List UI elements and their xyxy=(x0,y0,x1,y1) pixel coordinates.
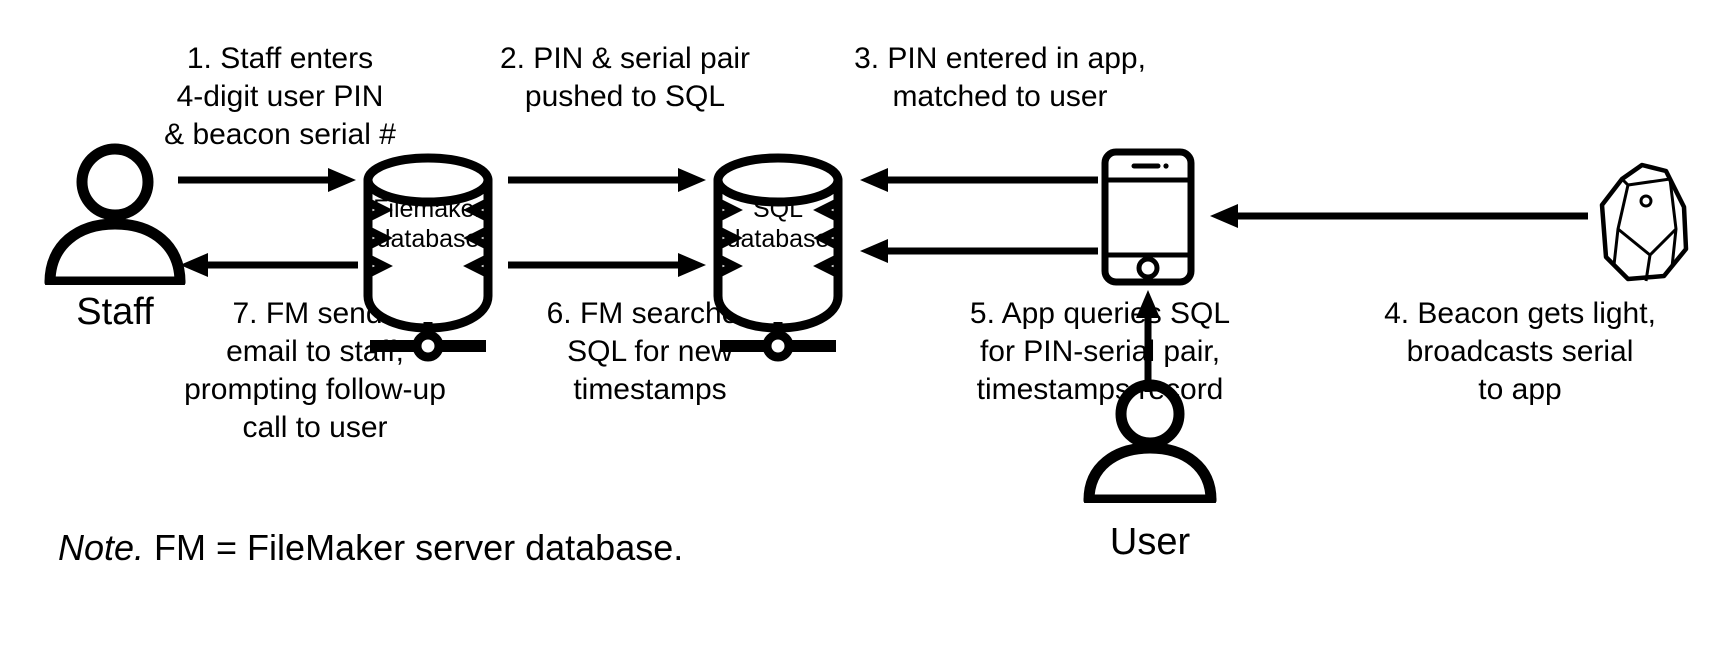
arrow-phone-to-sql-bottom xyxy=(858,231,1098,271)
note-emphasis: Note. xyxy=(58,527,145,568)
user-person-icon xyxy=(1075,378,1225,503)
step-label-2: 2. PIN & serial pair pushed to SQL xyxy=(499,42,751,114)
step-label-6: 6. FM searches SQL for new timestamps xyxy=(546,297,754,407)
filemaker-database-label: Filemaker database xyxy=(373,195,483,253)
filemaker-database-stand xyxy=(358,322,498,368)
sql-database-icon xyxy=(708,148,848,348)
step-label-3: 3. PIN entered in app, matched to user xyxy=(854,42,1146,114)
note-body: FM = FileMaker server database. xyxy=(144,527,684,568)
step-label-1: 1. Staff enters 4-digit user PIN & beaco… xyxy=(164,42,396,152)
user-label: User xyxy=(1109,521,1191,563)
arrow-beacon-to-phone xyxy=(1208,196,1588,236)
arrow-phone-to-sql-top xyxy=(858,160,1098,200)
staff-person-icon xyxy=(40,140,190,285)
note-text: Note. FM = FileMaker server database. xyxy=(58,527,683,569)
step-label-4: 4. Beacon gets light, broadcasts serial … xyxy=(1384,297,1656,407)
sql-database-label: SQL database xyxy=(726,195,830,253)
filemaker-database-icon xyxy=(358,148,498,348)
sql-database-stand xyxy=(708,322,848,368)
arrow-filemaker-to-sql-top xyxy=(508,160,708,200)
staff-label: Staff xyxy=(76,291,154,333)
smartphone-icon xyxy=(1100,148,1196,286)
beacon-crystal-icon xyxy=(1588,145,1700,285)
arrow-staff-to-filemaker xyxy=(178,160,358,200)
arrow-user-to-phone xyxy=(1128,288,1168,392)
arrow-filemaker-to-sql-bottom xyxy=(508,245,708,285)
arrow-filemaker-to-staff xyxy=(168,245,358,285)
